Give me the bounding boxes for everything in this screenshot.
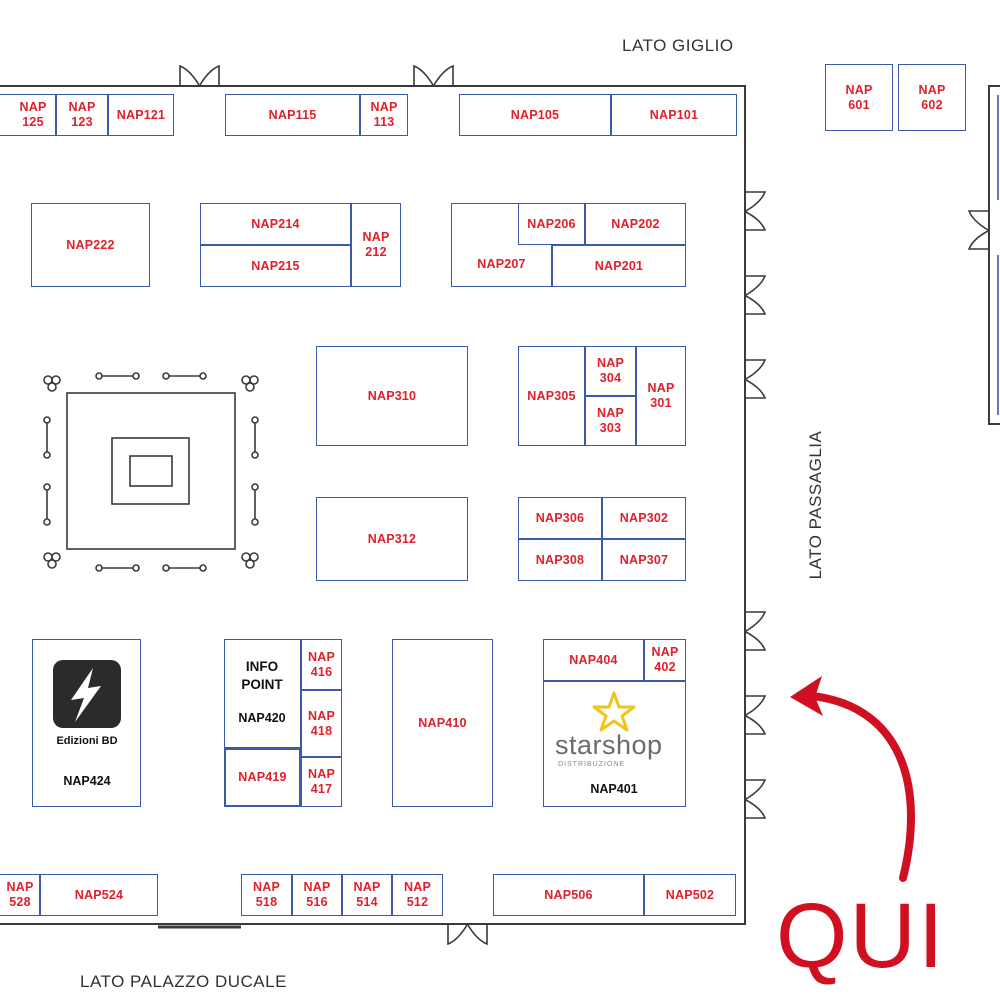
central-stage xyxy=(66,392,236,550)
booth-nap602[interactable]: NAP 602 xyxy=(898,64,966,131)
booth-nap312[interactable]: NAP312 xyxy=(316,497,468,581)
lightning-icon xyxy=(71,668,101,722)
label-lato-palazzo-ducale: LATO PALAZZO DUCALE xyxy=(80,972,287,991)
booth-nap524[interactable]: NAP524 xyxy=(40,874,158,916)
booth-nap308[interactable]: NAP308 xyxy=(518,539,602,581)
booth-nap113[interactable]: NAP 113 xyxy=(360,94,408,136)
booth-nap202[interactable]: NAP202 xyxy=(585,203,686,245)
booth-nap506[interactable]: NAP506 xyxy=(493,874,644,916)
booth-nap410[interactable]: NAP410 xyxy=(392,639,493,807)
booth-label-nap401: NAP401 xyxy=(590,782,638,796)
booth-nap125[interactable]: NAP 125 xyxy=(0,94,56,136)
booth-nap402[interactable]: NAP 402 xyxy=(644,639,686,681)
booth-nap105[interactable]: NAP105 xyxy=(459,94,611,136)
booth-nap201[interactable]: NAP201 xyxy=(552,245,686,287)
booth-nap206[interactable]: NAP206 xyxy=(518,203,585,245)
booth-nap310[interactable]: NAP310 xyxy=(316,346,468,446)
starshop-logo-text: starshop xyxy=(555,730,663,760)
booth-nap305[interactable]: NAP305 xyxy=(518,346,585,446)
booth-nap214[interactable]: NAP214 xyxy=(200,203,351,245)
booth-nap416[interactable]: NAP 416 xyxy=(301,639,342,690)
booth-label-nap424: NAP424 xyxy=(63,774,111,788)
door-icons xyxy=(179,64,989,946)
booth-nap417[interactable]: NAP 417 xyxy=(301,757,342,807)
booth-nap404[interactable]: NAP404 xyxy=(543,639,644,681)
booth-nap212[interactable]: NAP 212 xyxy=(351,203,401,287)
booth-nap222[interactable]: NAP222 xyxy=(31,203,150,287)
booth-nap302[interactable]: NAP302 xyxy=(602,497,686,539)
booth-nap115[interactable]: NAP115 xyxy=(225,94,360,136)
booth-nap518[interactable]: NAP 518 xyxy=(241,874,292,916)
stage-rails xyxy=(43,372,259,572)
booth-nap301[interactable]: NAP 301 xyxy=(636,346,686,446)
edizioni-bd-logo xyxy=(53,660,121,728)
arrow-head-icon xyxy=(790,676,823,716)
qui-label: QUI xyxy=(776,885,946,987)
booth-nap215[interactable]: NAP215 xyxy=(200,245,351,287)
edizioni-bd-name: Edizioni BD xyxy=(56,735,118,747)
booth-nap101[interactable]: NAP101 xyxy=(611,94,737,136)
starshop-subtitle: DISTRIBUZIONE xyxy=(558,761,626,768)
booth-nap418[interactable]: NAP 418 xyxy=(301,690,342,757)
booth-nap516[interactable]: NAP 516 xyxy=(292,874,342,916)
booth-nap502[interactable]: NAP502 xyxy=(644,874,736,916)
booth-nap514[interactable]: NAP 514 xyxy=(342,874,392,916)
booth-nap420-info-point[interactable] xyxy=(224,639,301,748)
adjacent-hall-outline xyxy=(988,85,1000,425)
booth-nap601[interactable]: NAP 601 xyxy=(825,64,893,131)
booth-nap512[interactable]: NAP 512 xyxy=(392,874,443,916)
booth-nap304[interactable]: NAP 304 xyxy=(585,346,636,396)
main-hall-outline xyxy=(0,85,746,925)
booth-nap307[interactable]: NAP307 xyxy=(602,539,686,581)
booth-nap303[interactable]: NAP 303 xyxy=(585,396,636,446)
corner-markers xyxy=(43,375,259,569)
label-lato-giglio: LATO GIGLIO xyxy=(622,36,734,55)
info-point-label: INFO POINT xyxy=(241,659,283,692)
arrow-icon xyxy=(796,691,915,882)
booth-nap121[interactable]: NAP121 xyxy=(108,94,174,136)
booth-nap528[interactable]: NAP 528 xyxy=(0,874,40,916)
booth-label-nap420: NAP420 xyxy=(238,711,286,725)
booth-nap306[interactable]: NAP306 xyxy=(518,497,602,539)
booth-nap123[interactable]: NAP 123 xyxy=(56,94,108,136)
booth-nap419[interactable]: NAP419 xyxy=(224,748,301,807)
